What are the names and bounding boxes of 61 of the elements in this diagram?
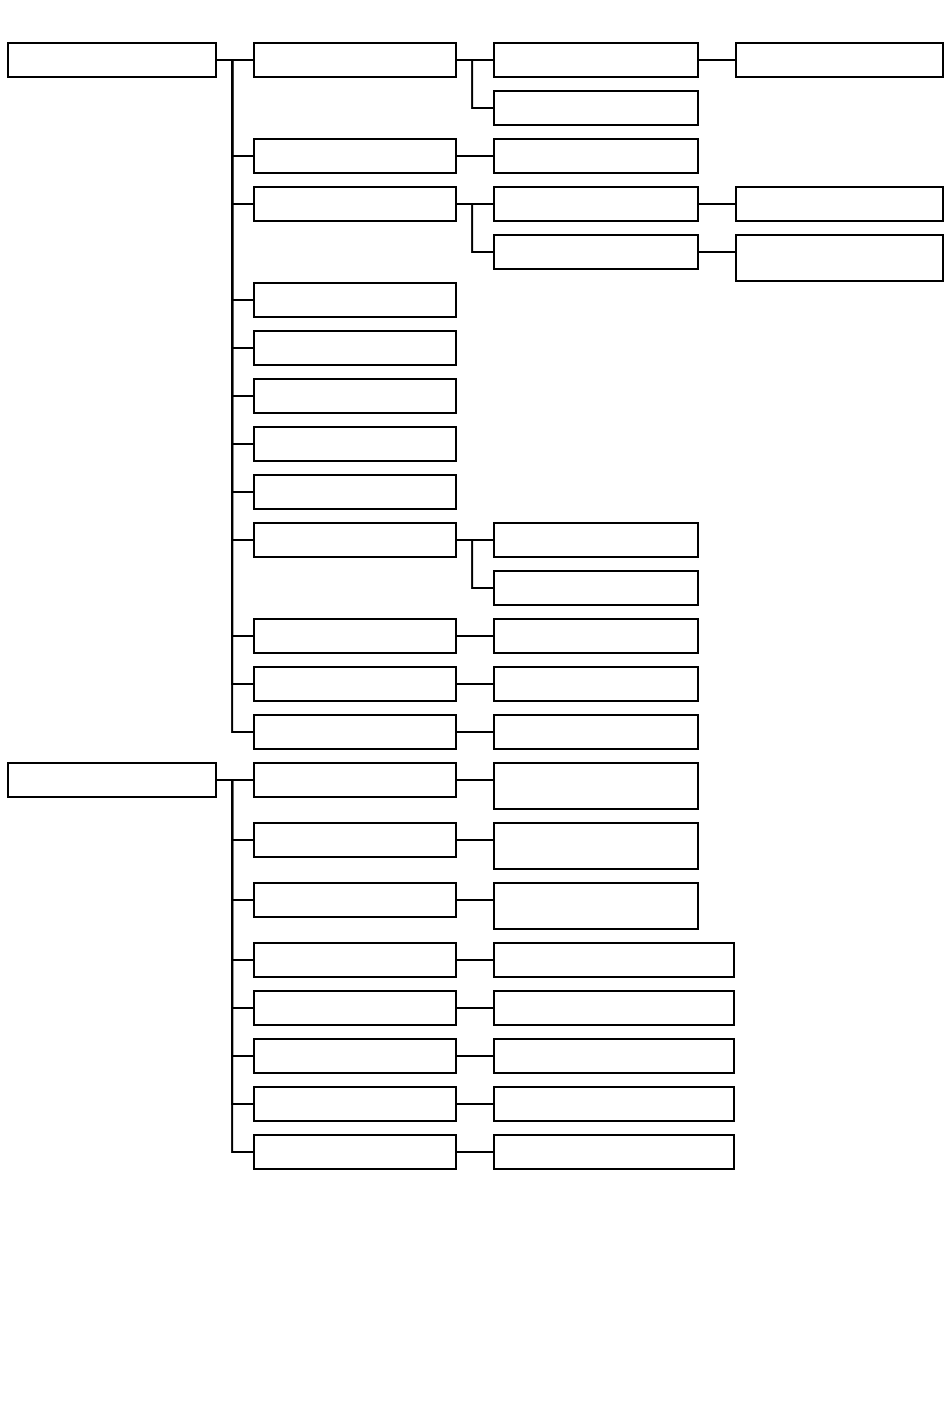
connector-line — [456, 539, 494, 589]
connector-line — [456, 1151, 494, 1153]
empty-box — [253, 822, 457, 858]
empty-box — [493, 186, 699, 222]
connector-line — [456, 155, 494, 157]
empty-box — [253, 186, 457, 222]
connector-line — [456, 731, 494, 733]
empty-box — [493, 1134, 735, 1170]
connector-line — [456, 1055, 494, 1057]
empty-box — [253, 942, 457, 978]
empty-box — [253, 138, 457, 174]
connector-line — [456, 1007, 494, 1009]
empty-box — [253, 1038, 457, 1074]
empty-box — [493, 90, 699, 126]
empty-box — [493, 42, 699, 78]
empty-box — [493, 522, 699, 558]
empty-box — [253, 714, 457, 750]
empty-box — [493, 234, 699, 270]
connector-line — [456, 899, 494, 901]
empty-box — [7, 762, 217, 798]
empty-box — [493, 138, 699, 174]
empty-box — [253, 282, 457, 318]
connector-line — [456, 203, 494, 253]
empty-box — [253, 762, 457, 798]
empty-box — [493, 1038, 735, 1074]
empty-box — [493, 570, 699, 606]
empty-box — [493, 990, 735, 1026]
empty-box — [493, 882, 699, 930]
empty-box — [735, 42, 944, 78]
connector-line — [698, 59, 736, 61]
empty-box — [253, 426, 457, 462]
empty-box — [493, 822, 699, 870]
empty-box — [253, 330, 457, 366]
connector-line — [698, 203, 736, 205]
empty-box — [493, 942, 735, 978]
connector-line — [456, 59, 494, 109]
connector-line — [456, 683, 494, 685]
empty-box — [253, 42, 457, 78]
empty-box — [253, 1134, 457, 1170]
connector-line — [456, 635, 494, 637]
connector-line — [698, 251, 736, 253]
connector-line — [456, 959, 494, 961]
empty-box — [253, 1086, 457, 1122]
empty-box — [253, 882, 457, 918]
empty-box — [253, 378, 457, 414]
connector-line — [456, 779, 494, 781]
connector-line — [456, 1103, 494, 1105]
empty-box — [493, 762, 699, 810]
empty-box — [735, 234, 944, 282]
empty-box — [253, 522, 457, 558]
empty-box — [253, 990, 457, 1026]
empty-box — [735, 186, 944, 222]
empty-box — [253, 618, 457, 654]
empty-box — [493, 618, 699, 654]
empty-box — [493, 1086, 735, 1122]
empty-box — [493, 666, 699, 702]
connector-line — [456, 839, 494, 841]
empty-box — [253, 474, 457, 510]
empty-box — [7, 42, 217, 78]
empty-box — [493, 714, 699, 750]
empty-box — [253, 666, 457, 702]
